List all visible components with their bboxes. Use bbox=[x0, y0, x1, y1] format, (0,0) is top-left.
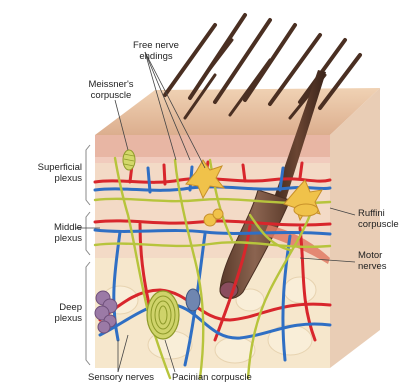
label-deep-plexus: Deep plexus bbox=[14, 302, 82, 324]
label-ruffini-corpuscle: Ruffini corpuscle bbox=[358, 208, 412, 230]
pacinian-corpuscle-shape bbox=[147, 291, 179, 339]
label-middle-plexus: Middle plexus bbox=[14, 222, 82, 244]
label-deep-line1: Deep bbox=[14, 302, 82, 313]
label-superficial-line1: Superficial bbox=[14, 162, 82, 173]
meissner-corpuscle bbox=[123, 150, 135, 170]
label-sensory-nerves: Sensory nerves bbox=[88, 372, 154, 383]
label-deep-line2: plexus bbox=[14, 313, 82, 324]
ruffini-corpuscle bbox=[294, 204, 318, 216]
label-ruffini-line2: corpuscle bbox=[358, 219, 412, 230]
plexus-brackets bbox=[86, 145, 90, 365]
label-meissners-corpuscle: Meissner's corpuscle bbox=[76, 79, 146, 101]
vessel-node bbox=[186, 289, 200, 311]
label-free-nerve-endings: Free nerve endings bbox=[116, 40, 196, 62]
label-ruffini-line1: Ruffini bbox=[358, 208, 412, 219]
label-motor-line1: Motor bbox=[358, 250, 408, 261]
label-middle-line1: Middle bbox=[14, 222, 82, 233]
label-motor-line2: nerves bbox=[358, 261, 408, 272]
label-pacinian-corpuscle: Pacinian corpuscle bbox=[172, 372, 252, 383]
label-motor-nerves: Motor nerves bbox=[358, 250, 408, 272]
label-superficial-plexus: Superficial plexus bbox=[14, 162, 82, 184]
label-meissners-line2: corpuscle bbox=[76, 90, 146, 101]
label-middle-line2: plexus bbox=[14, 233, 82, 244]
label-free-nerve-endings-line2: endings bbox=[116, 51, 196, 62]
label-free-nerve-endings-line1: Free nerve bbox=[116, 40, 196, 51]
label-superficial-line2: plexus bbox=[14, 173, 82, 184]
label-meissners-line1: Meissner's bbox=[76, 79, 146, 90]
